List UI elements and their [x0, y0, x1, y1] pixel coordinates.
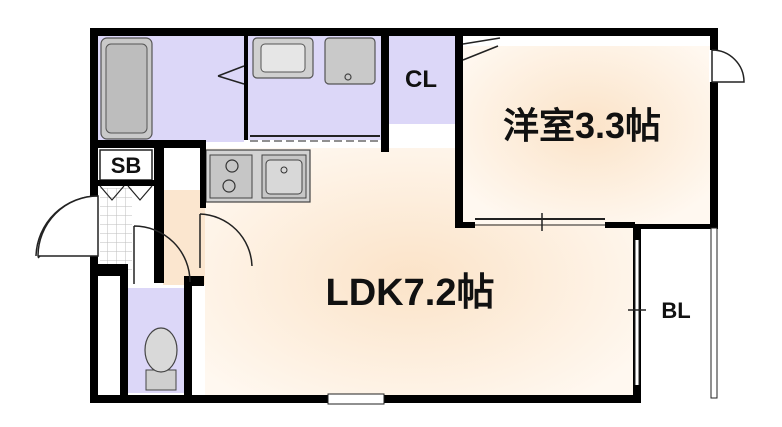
- kitchen-sink-bowl: [265, 159, 303, 195]
- bottom-window: [327, 393, 385, 405]
- shoe-box-doors: [99, 185, 153, 201]
- drain-icon: [344, 73, 352, 81]
- entrance-floor: [100, 188, 132, 276]
- bathtub-inner: [105, 43, 148, 134]
- toilet-door: [133, 225, 191, 284]
- folding-door: [217, 65, 245, 85]
- hall-floor: [163, 190, 205, 285]
- burner-icon: [222, 179, 236, 193]
- faucet-icon: [280, 166, 288, 174]
- balcony-rail: [710, 227, 718, 399]
- closet-label: CL: [405, 66, 437, 93]
- western-room-label: 洋室3.3帖: [503, 105, 661, 146]
- western-room-floor: [463, 46, 713, 224]
- swing-door: [711, 49, 745, 83]
- washing-machine-pan: [324, 37, 376, 85]
- stove: [209, 154, 253, 199]
- burner-icon: [225, 159, 239, 173]
- shoe-box-label: SB: [111, 153, 142, 178]
- closet-floor: [389, 36, 457, 124]
- entrance-door-fill: [37, 195, 99, 257]
- ldk-label: LDK7.2帖: [326, 272, 495, 314]
- toilet-bowl: [144, 327, 178, 373]
- closet-door: [462, 37, 501, 61]
- balcony-floor: [641, 228, 711, 398]
- toilet-tank: [145, 369, 177, 391]
- balcony-label: BL: [661, 298, 690, 323]
- ldk-door: [199, 213, 253, 268]
- wash-basin-bowl: [260, 43, 306, 73]
